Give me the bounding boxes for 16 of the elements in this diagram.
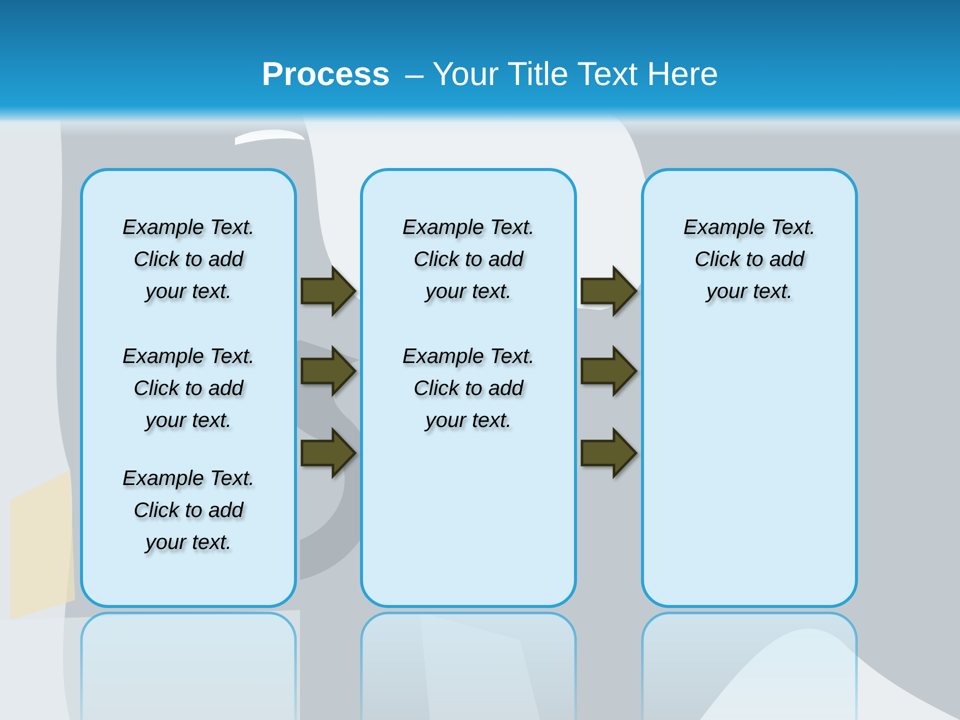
body-text: Example Text. Click to add your text. (121, 215, 256, 305)
body-text: Example Text. Click to add your text. (401, 344, 536, 434)
block-arrow (580, 264, 638, 318)
process-panel (80, 168, 297, 608)
process-panel (641, 168, 858, 608)
block-arrow (300, 264, 357, 318)
slide-title: Process – Your Title Text Here (260, 54, 720, 94)
body-text: Example Text. Click to add your text. (401, 215, 536, 305)
block-arrow (580, 426, 638, 480)
body-text: Example Text. Click to add your text. (121, 466, 256, 556)
block-arrow (300, 426, 357, 480)
body-text: Example Text. Click to add your text. (682, 215, 817, 305)
block-arrow (300, 344, 357, 398)
body-text: Example Text. Click to add your text. (121, 344, 256, 434)
process-panel (360, 168, 577, 608)
block-arrow (580, 344, 638, 398)
